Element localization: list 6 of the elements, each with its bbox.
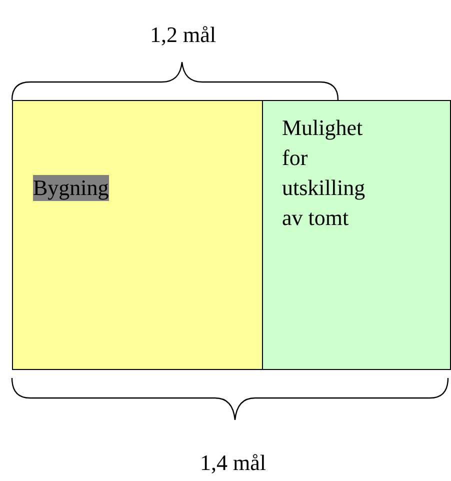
area-label: Bygning [33, 175, 109, 201]
area-label: Mulighet for utskilling av tomt [282, 114, 366, 232]
building-area [12, 100, 263, 370]
dimension-label: 1,2 mål [150, 22, 216, 48]
plot-area [262, 100, 451, 370]
dimension-label: 1,4 mål [200, 450, 266, 476]
